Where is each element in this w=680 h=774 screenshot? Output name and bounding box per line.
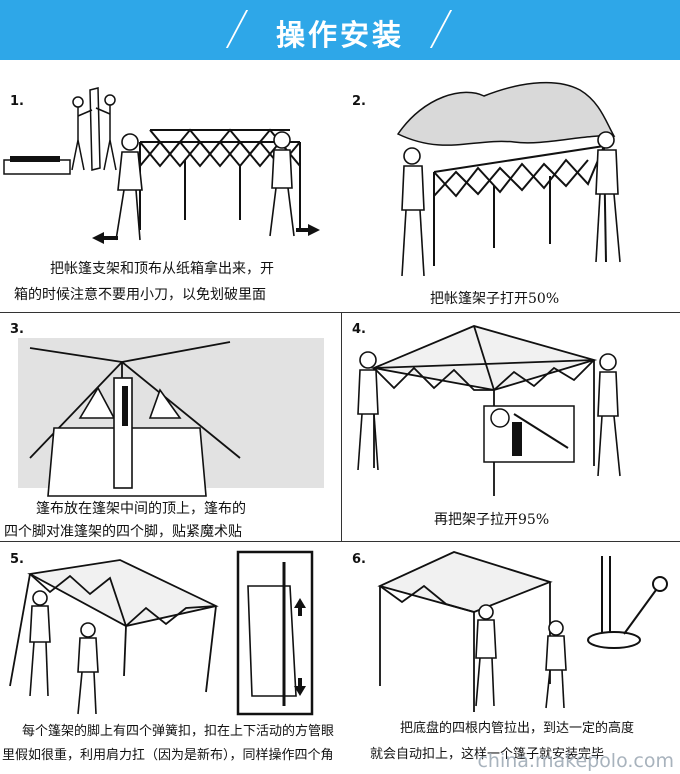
header-banner: 操作安装 (0, 0, 680, 60)
page-title: 操作安装 (275, 18, 404, 52)
step-4-illustration (357, 325, 621, 496)
step-3-caption-line-1: 篷布放在篷架中间的顶上，篷布的 (36, 501, 246, 517)
step-1-caption-line-1: 把帐篷支架和顶布从纸箱拿出来，开 (50, 261, 274, 277)
step-4-number: 4. (352, 322, 366, 337)
watermark: china.makepolo.com (477, 750, 674, 772)
step-5-number: 5. (10, 552, 24, 567)
step-6-number: 6. (352, 552, 366, 567)
step-3-caption-line-2: 四个脚对准篷架的四个脚，贴紧魔术贴 (4, 524, 242, 540)
step-5-caption-line-2: 里假如很重，利用肩力扛（因为是新布），同样操作四个角 (2, 748, 334, 763)
step-4-caption: 再把架子拉开95% (434, 512, 550, 528)
step-5-illustration (9, 550, 314, 716)
divider-row2 (0, 541, 680, 542)
step-5-caption-line-1: 每个篷架的脚上有四个弹簧扣，扣在上下活动的方管眼 (22, 724, 335, 739)
step-3-number: 3. (10, 322, 24, 337)
step-1-number: 1. (10, 94, 24, 109)
step-6-caption-line-1: 把底盘的四根内管拉出，到达一定的高度 (400, 721, 635, 736)
divider-row1 (0, 312, 680, 313)
step-3-illustration (18, 338, 324, 497)
step-6-illustration (377, 551, 668, 712)
step-2-illustration (396, 81, 621, 277)
step-2-caption: 把帐篷架子打开50% (430, 291, 560, 307)
divider-col-row2 (341, 312, 342, 541)
step-1-caption-line-2: 箱的时候注意不要用小刀，以免划破里面 (14, 287, 266, 303)
step-1-illustration (3, 87, 320, 244)
step-6-caption-line-2: 就会自动扣上，这样一个篷子就安装完毕 (370, 747, 605, 762)
step-2-number: 2. (352, 94, 366, 109)
